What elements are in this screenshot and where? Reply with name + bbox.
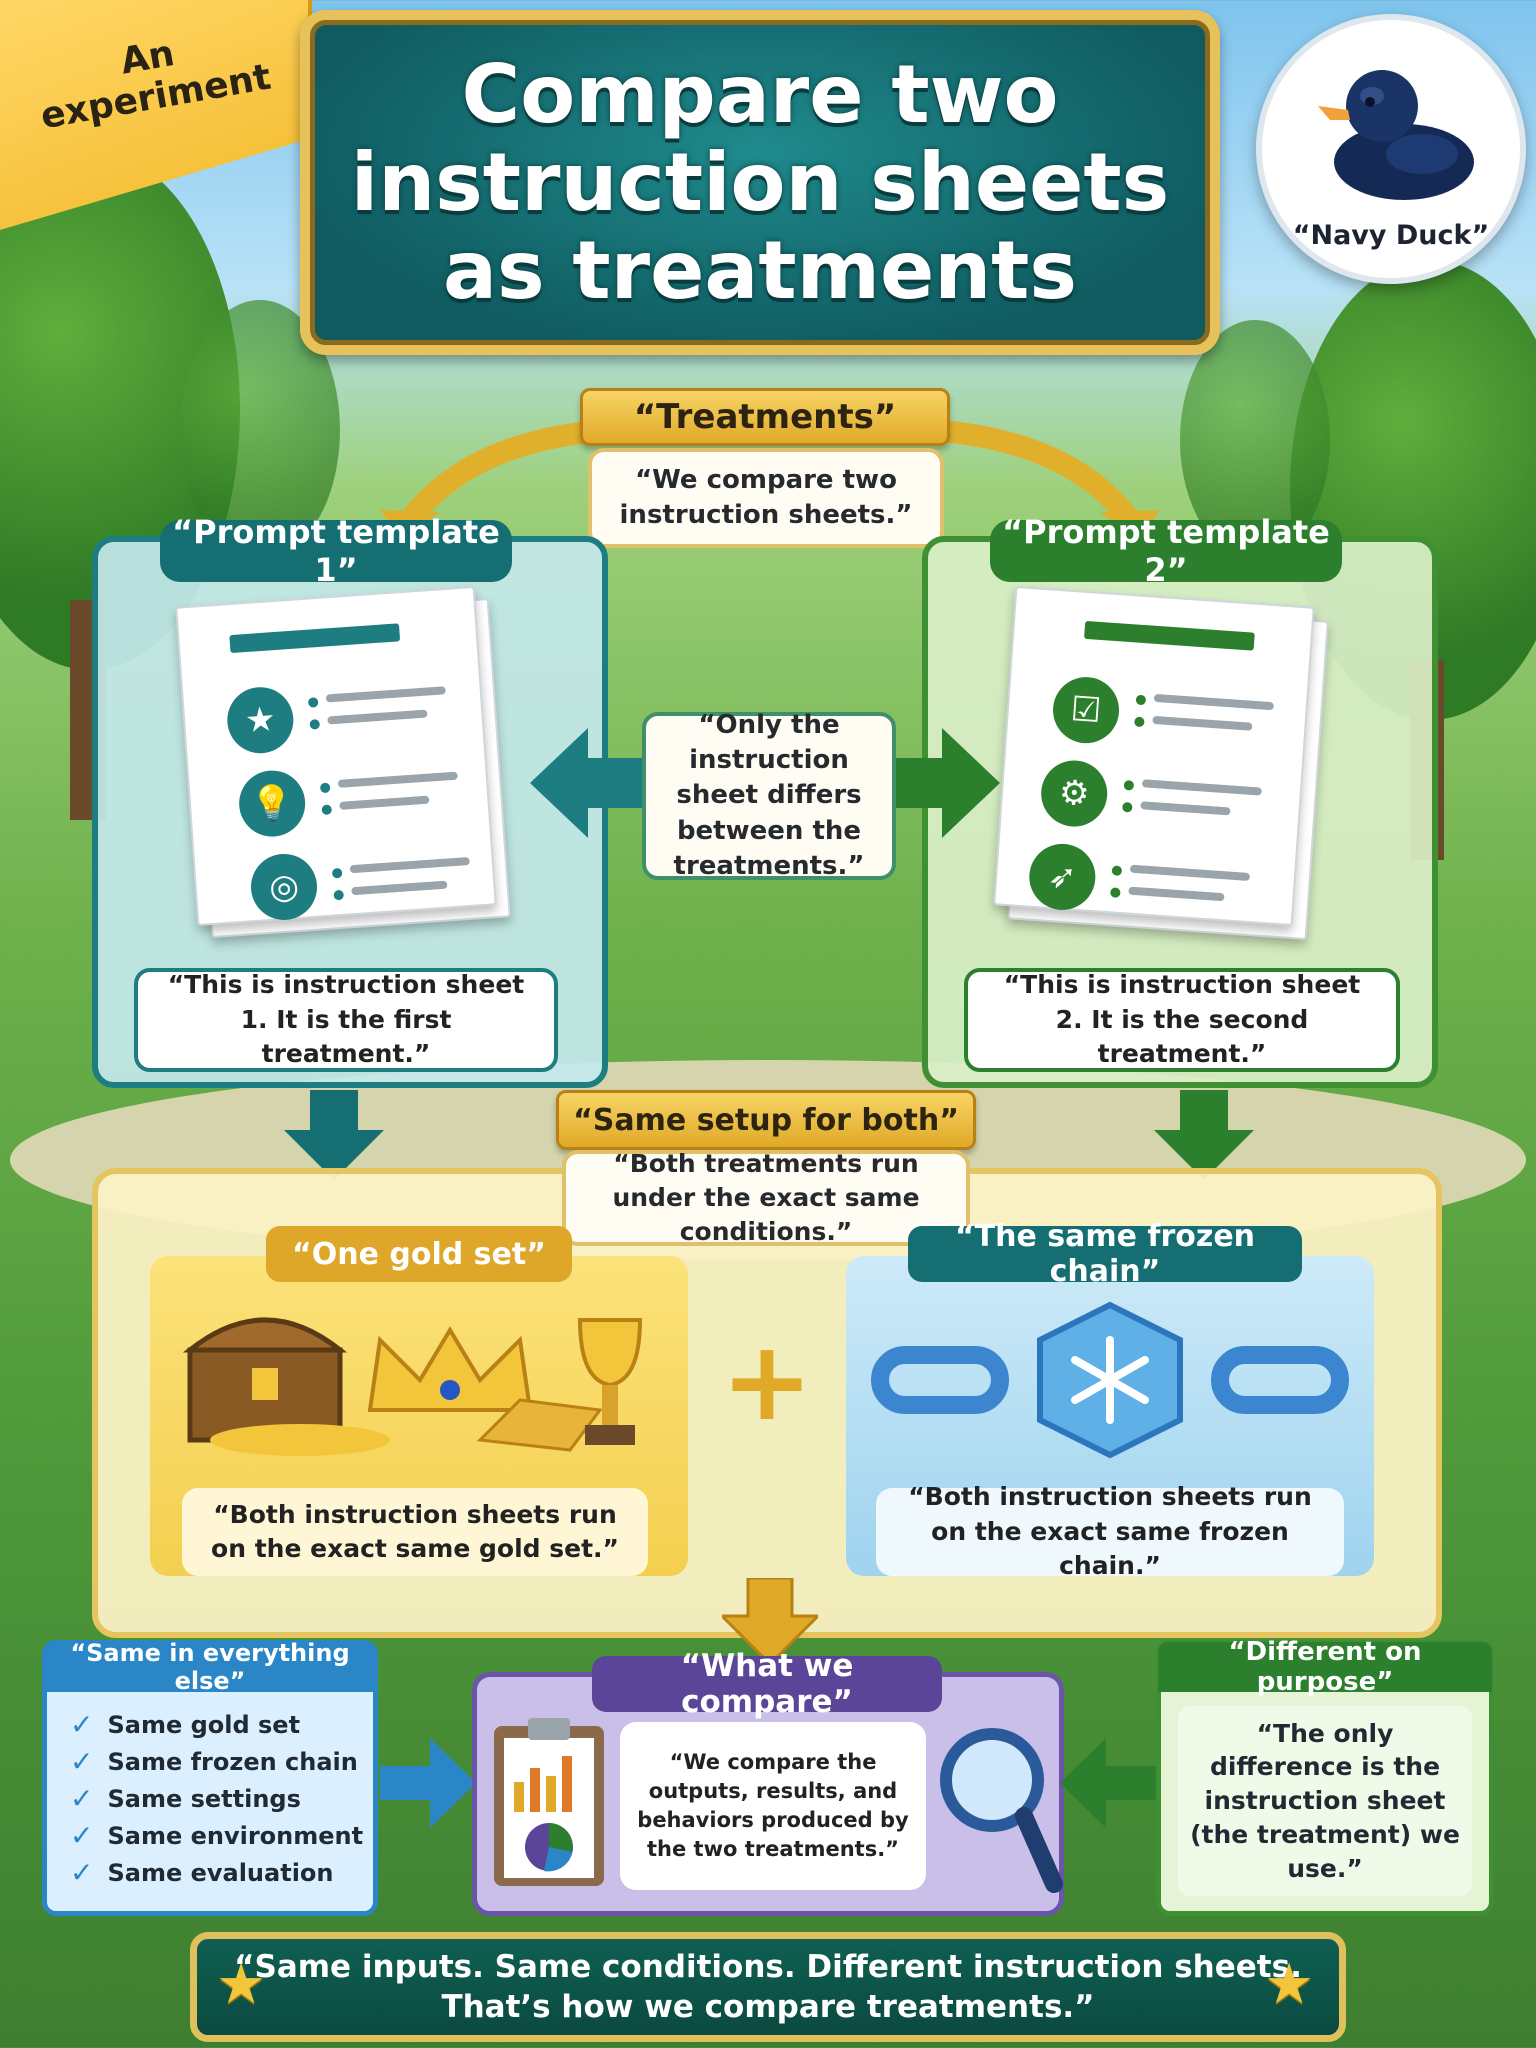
different-on-purpose-title: “Different on purpose” [1158, 1637, 1492, 1697]
list-item: ✓Same gold set [70, 1708, 301, 1741]
check-icon: ✓ [70, 1745, 94, 1778]
gold-set-title: “One gold set” [266, 1226, 572, 1282]
footer-bar: “Same inputs. Same conditions. Different… [190, 1932, 1346, 2042]
star-icon-right: ★ [1264, 1952, 1315, 2017]
mascot-label: “Navy Duck” [1292, 220, 1490, 251]
gold-set-caption: “Both instruction sheets run on the exac… [182, 1488, 648, 1576]
prompt-template-1-title: “Prompt template 1” [160, 513, 512, 589]
list-item: ✓Same environment [70, 1819, 364, 1852]
same-everything-else-list: ✓Same gold set ✓Same frozen chain ✓Same … [70, 1706, 370, 1891]
instruction-sheet-1: ★ 💡 ◎ [175, 585, 511, 939]
target-icon: ◎ [248, 851, 320, 923]
setup-down-arrow [722, 1578, 818, 1664]
navy-duck-icon [1318, 70, 1474, 200]
same-else-right-arrow [380, 1738, 476, 1828]
footer-line-2: That’s how we compare treatments.” [441, 1989, 1095, 2025]
title-box: Compare two instruction sheets as treatm… [300, 10, 1220, 355]
what-we-compare-text: “We compare the outputs, results, and be… [620, 1722, 926, 1890]
star-icon-left: ★ [216, 1952, 267, 2017]
page-title: Compare two instruction sheets as treatm… [350, 47, 1170, 317]
check-icon: ✓ [70, 1856, 94, 1889]
check-icon: ✓ [70, 1782, 94, 1815]
template-2-down-arrow [1154, 1090, 1254, 1180]
mascot-badge: “Navy Duck” [1256, 14, 1526, 284]
template-2-caption: “This is instruction sheet 2. It is the … [964, 968, 1400, 1072]
check-icon: ✓ [70, 1708, 94, 1741]
gear-icon: ⚙ [1038, 758, 1110, 829]
treasure-chest-icon [182, 1317, 643, 1456]
clipboard-chart-icon [494, 1718, 604, 1886]
template-1-caption: “This is instruction sheet 1. It is the … [134, 968, 558, 1072]
what-we-compare-title: “What we compare” [592, 1648, 942, 1720]
banner-text: An experiment [37, 32, 274, 137]
same-everything-else-title: “Same in everything else” [44, 1639, 376, 1695]
treatments-note: “We compare two instruction sheets.” [588, 448, 944, 548]
rocket-icon: ➶ [1027, 841, 1098, 913]
treatments-ribbon: “Treatments” [580, 388, 950, 446]
template-1-down-arrow [284, 1090, 384, 1180]
list-item: ✓Same frozen chain [70, 1745, 358, 1778]
footer-line-1: “Same inputs. Same conditions. Different… [234, 1948, 1302, 1985]
plus-icon: + [720, 1317, 814, 1445]
instruction-sheet-2: ☑ ⚙ ➶ [993, 585, 1330, 941]
checklist-icon: ☑ [1050, 674, 1122, 746]
different-left-arrow [1060, 1738, 1156, 1828]
differs-double-arrow [530, 728, 1000, 838]
frozen-chain-title: “The same frozen chain” [908, 1219, 1302, 1289]
prompt-template-2-title: “Prompt template 2” [990, 513, 1342, 589]
list-item: ✓Same evaluation [70, 1856, 334, 1889]
magnifying-glass-icon [940, 1728, 1063, 1893]
differs-note: “Only the instruction sheet differs betw… [642, 710, 896, 881]
different-on-purpose-text: “The only difference is the instruction … [1178, 1706, 1472, 1896]
same-setup-ribbon: “Same setup for both” [556, 1090, 976, 1150]
list-item: ✓Same settings [70, 1782, 301, 1815]
frozen-chain-caption: “Both instruction sheets run on the exac… [876, 1482, 1344, 1580]
star-icon: ★ [225, 684, 296, 756]
frozen-chain-icon [871, 1301, 1349, 1459]
check-icon: ✓ [70, 1819, 94, 1852]
lightbulb-icon: 💡 [236, 768, 308, 839]
same-setup-note: “Both treatments run under the exact sam… [562, 1149, 970, 1246]
